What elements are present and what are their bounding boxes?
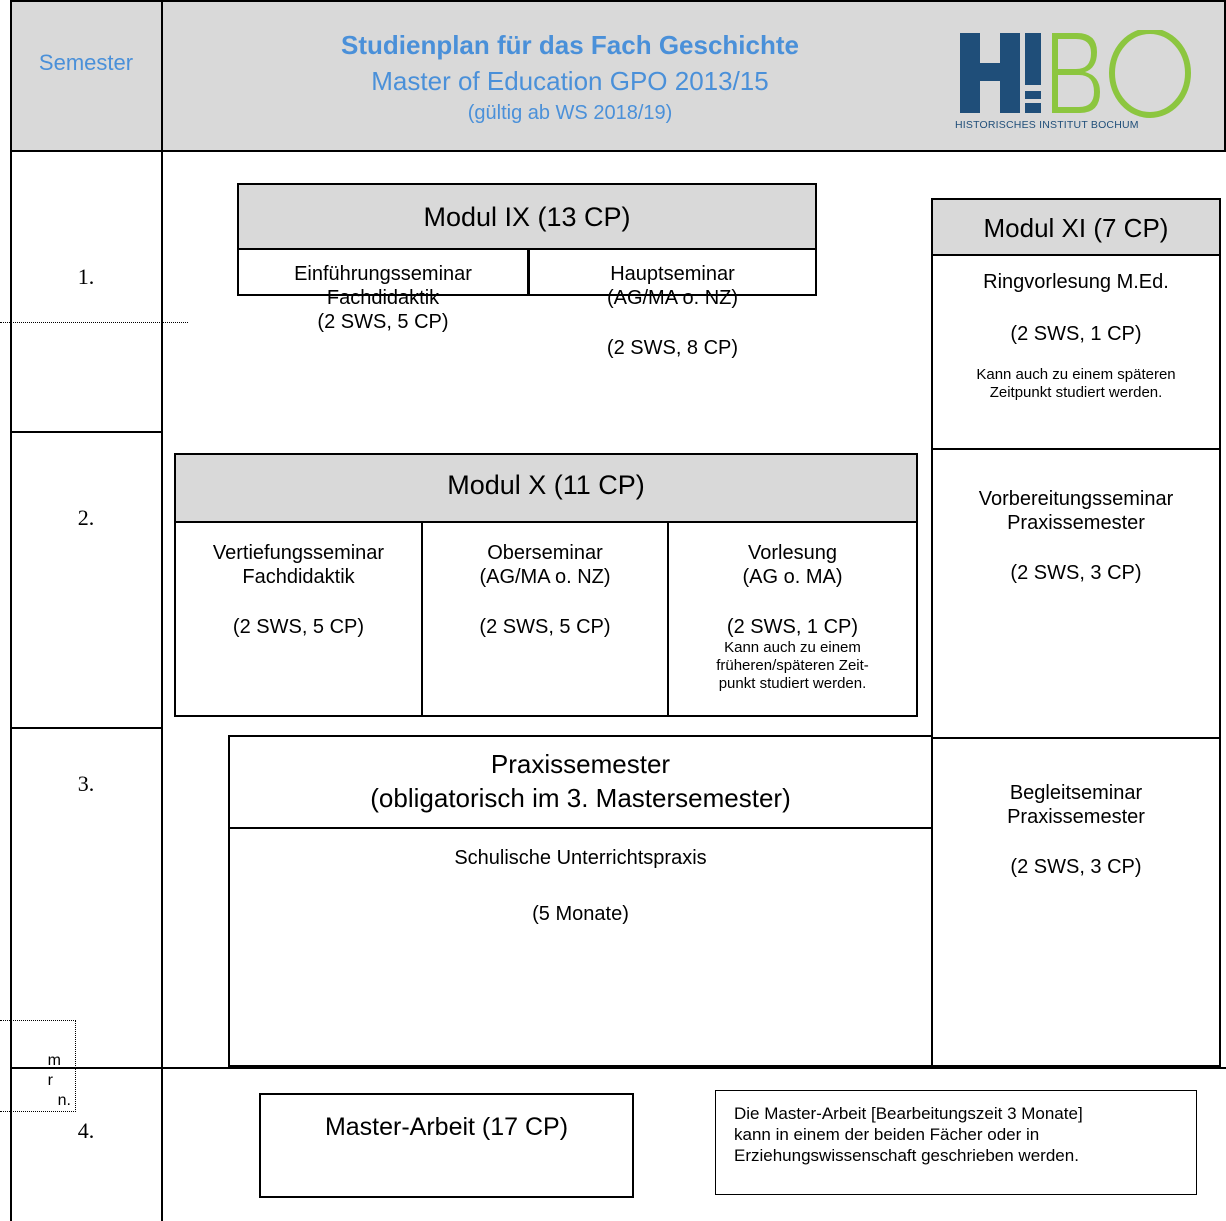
oberseminar-line-1: Oberseminar [487,542,603,564]
master-note-line-1: Die Master-Arbeit [Bearbeitungszeit 3 Mo… [734,1104,1083,1123]
vertiefung-line-3: (2 SWS, 5 CP) [232,616,365,638]
ringvorlesung-line-2: (2 SWS, 1 CP) [1010,323,1142,345]
modul-x-divider-2 [667,523,669,717]
vertiefungsseminar-cell: Vertiefungsseminar Fachdidaktik (2 SWS, … [176,541,421,639]
einfuehrungsseminar-cell: Einführungsseminar Fachdidaktik (2 SWS, … [239,262,527,334]
begleitseminar-cell: Begleitseminar Praxissemester (2 SWS, 3 … [933,781,1219,879]
side-note-line-1: m [47,1052,61,1069]
side-note-box: m r n. [0,1020,76,1112]
modul-xi [931,198,1221,1067]
master-note-line-3: Erziehungswissenschaft geschrieben werde… [734,1146,1079,1165]
semester-header: Semester [38,50,134,75]
master-arbeit-title: Master-Arbeit (17 CP) [324,1113,569,1141]
left-border [10,150,12,1221]
begleit-line-2: Praxissemester [1007,806,1145,828]
hauptseminar-cell: Hauptseminar (AG/MA o. NZ) (2 SWS, 8 CP) [530,262,815,360]
modul-xi-divider-1 [931,448,1221,450]
vorlesung-note-1: Kann auch zu einem [724,639,861,656]
master-note-line-2: kann in einem der beiden Fächer oder in [734,1125,1040,1144]
ringvorlesung-note-2: Zeitpunkt studiert werden. [989,384,1163,401]
side-note-line-3: n. [57,1092,71,1109]
vorlesung-line-3: (2 SWS, 1 CP) [726,616,859,638]
oberseminar-line-2: (AG/MA o. NZ) [479,566,611,588]
ringvorlesung-cell: Ringvorlesung M.Ed. (2 SWS, 1 CP) Kann a… [933,270,1219,402]
ringvorlesung-note-1: Kann auch zu einem späteren [976,366,1176,383]
praxissemester-title-1: Praxissemester [490,749,671,779]
semester-4: 4. [77,1118,95,1143]
hibo-logo-graphic [960,28,1191,118]
vorbereitungsseminar-cell: Vorbereitungsseminar Praxissemester (2 S… [933,487,1219,585]
row-divider-3-4 [10,1067,1226,1069]
ringvorlesung-line-1: Ringvorlesung M.Ed. [983,271,1169,293]
vorlesung-cell: Vorlesung (AG o. MA) (2 SWS, 1 CP) Kann … [669,541,916,715]
einfuehrung-line-2: Fachdidaktik [326,287,440,309]
page-subtitle: Master of Education GPO 2013/15 [371,66,769,96]
modul-ix-title: Modul IX (13 CP) [239,185,815,250]
side-note-line-2: r [47,1072,53,1089]
validity-note: (gültig ab WS 2018/19) [467,102,673,124]
vertiefung-line-2: Fachdidaktik [242,566,355,588]
modul-xi-divider-2 [931,737,1221,739]
einfuehrung-line-3: (2 SWS, 5 CP) [317,311,449,333]
master-arbeit [259,1093,634,1198]
modul-ix-divider [527,250,530,296]
semester-3: 3. [77,771,95,796]
logo-caption: HISTORISCHES INSTITUT BOCHUM [955,119,1139,131]
oberseminar-line-3: (2 SWS, 5 CP) [479,616,611,638]
vorbereitung-line-1: Vorbereitungsseminar [978,488,1174,510]
page-title: Studienplan für das Fach Geschichte [341,30,799,60]
vorbereitung-line-3: (2 SWS, 3 CP) [1010,562,1142,584]
unterrichtspraxis-label: Schulische Unterrichtspraxis [454,847,707,869]
praxissemester-title-2: (obligatorisch im 3. Mastersemester) [370,783,791,813]
einfuehrung-line-1: Einführungsseminar [294,263,472,285]
semester-1: 1. [77,264,95,289]
row-divider-2-3 [10,727,163,729]
praxissemester [228,735,933,1067]
vorlesung-line-2: (AG o. MA) [742,566,843,588]
modul-x-divider-1 [421,523,423,717]
duration-label: (5 Monate) [532,903,629,925]
master-arbeit-note: Die Master-Arbeit [Bearbeitungszeit 3 Mo… [715,1090,1197,1195]
vorlesung-line-1: Vorlesung [748,542,837,564]
begleit-line-3: (2 SWS, 3 CP) [1010,856,1142,878]
vorlesung-note-3: punkt studiert werden. [718,675,867,692]
row-divider-1-2 [10,431,163,433]
hauptseminar-line-1: Hauptseminar [610,263,735,285]
dotted-separator [0,322,188,323]
modul-x-title: Modul X (11 CP) [176,455,916,523]
praxissemester-divider [228,827,933,829]
modul-xi-title: Modul XI (7 CP) [933,200,1219,256]
hibo-logo: HISTORISCHES INSTITUT BOCHUM [955,28,1200,135]
semester-column-divider [161,0,163,1221]
begleit-line-1: Begleitseminar [1009,782,1143,804]
vorbereitung-line-2: Praxissemester [1007,512,1145,534]
header-bar [10,0,1226,152]
vertiefung-line-1: Vertiefungsseminar [212,542,385,564]
hauptseminar-line-3: (2 SWS, 8 CP) [606,337,739,359]
semester-2: 2. [77,505,95,530]
vorlesung-note-2: früheren/späteren Zeit- [716,657,869,674]
hauptseminar-line-2: (AG/MA o. NZ) [606,287,739,309]
oberseminar-cell: Oberseminar (AG/MA o. NZ) (2 SWS, 5 CP) [423,541,667,639]
